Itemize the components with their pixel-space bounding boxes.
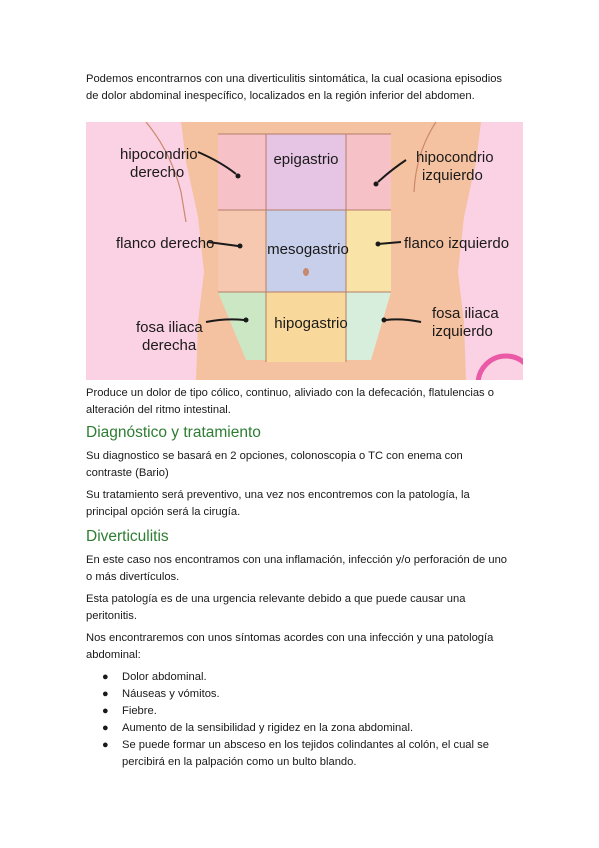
label-mesogastrio: mesogastrio [267, 241, 349, 258]
pain-description-paragraph: Produce un dolor de tipo cólico, continu… [86, 387, 494, 416]
region-fosa-iliaca-izquierda [346, 292, 391, 360]
label-hipocondrio-derecho-1: hipocondrio [120, 146, 198, 163]
abdominal-regions-figure: hipocondrio derecho epigastrio hipocondr… [86, 122, 523, 380]
label-fosa-iliaca-izquierda-1: fosa iliaca [432, 305, 499, 322]
label-hipogastrio: hipogastrio [274, 315, 347, 332]
symptoms-intro-paragraph: Nos encontraremos con unos síntomas acor… [86, 632, 494, 661]
heading-diverticulitis: Diverticulitis [86, 528, 169, 545]
bullet-icon: ● [102, 722, 109, 734]
list-item: ●Fiebre. [86, 703, 516, 720]
label-flanco-derecho: flanco derecho [116, 235, 214, 252]
diagnosis-paragraph: Su diagnostico se basará en 2 opciones, … [86, 450, 463, 479]
bullet-icon: ● [102, 739, 109, 751]
intro-paragraph: Podemos encontrarnos con una diverticuli… [86, 73, 503, 102]
bullet-icon: ● [102, 671, 109, 683]
label-hipocondrio-izquierdo-2: izquierdo [422, 167, 483, 184]
region-epigastrio [266, 134, 346, 210]
region-mesogastrio [266, 210, 346, 292]
label-hipocondrio-derecho-2: derecho [130, 164, 184, 181]
label-fosa-iliaca-derecha-1: fosa iliaca [136, 319, 203, 336]
heading-diagnostico: Diagnóstico y tratamiento [86, 424, 261, 441]
bullet-icon: ● [102, 688, 109, 700]
region-fosa-iliaca-derecha [218, 292, 266, 360]
abdominal-regions-diagram: hipocondrio derecho epigastrio hipocondr… [116, 122, 523, 380]
label-hipocondrio-izquierdo-1: hipocondrio [416, 149, 494, 166]
label-fosa-iliaca-izquierda-2: izquierdo [432, 323, 493, 340]
treatment-paragraph: Su tratamiento será preventivo, una vez … [86, 489, 470, 518]
label-fosa-iliaca-derecha-2: derecha [142, 337, 197, 354]
region-hipocondrio-izquierdo [346, 134, 391, 210]
urgency-paragraph: Esta patología es de una urgencia releva… [86, 593, 466, 622]
region-flanco-derecho [218, 210, 266, 292]
arrows [197, 151, 422, 323]
list-item: ●Se puede formar un absceso en los tejid… [102, 739, 489, 768]
symptoms-list: ●Dolor abdominal. ●Náuseas y vómitos. ●F… [86, 669, 516, 771]
region-hipogastrio [266, 292, 346, 362]
list-item: ●Aumento de la sensibilidad y rigidez en… [86, 720, 516, 737]
region-flanco-izquierdo [346, 210, 391, 292]
label-epigastrio: epigastrio [273, 151, 338, 168]
label-flanco-izquierdo: flanco izquierdo [404, 235, 509, 252]
region-hipocondrio-derecho [218, 134, 266, 210]
list-item: ●Dolor abdominal. [86, 669, 516, 686]
definition-paragraph: En este caso nos encontramos con una inf… [86, 554, 508, 583]
bullet-icon: ● [102, 705, 109, 717]
list-item: ●Náuseas y vómitos. [86, 686, 516, 703]
